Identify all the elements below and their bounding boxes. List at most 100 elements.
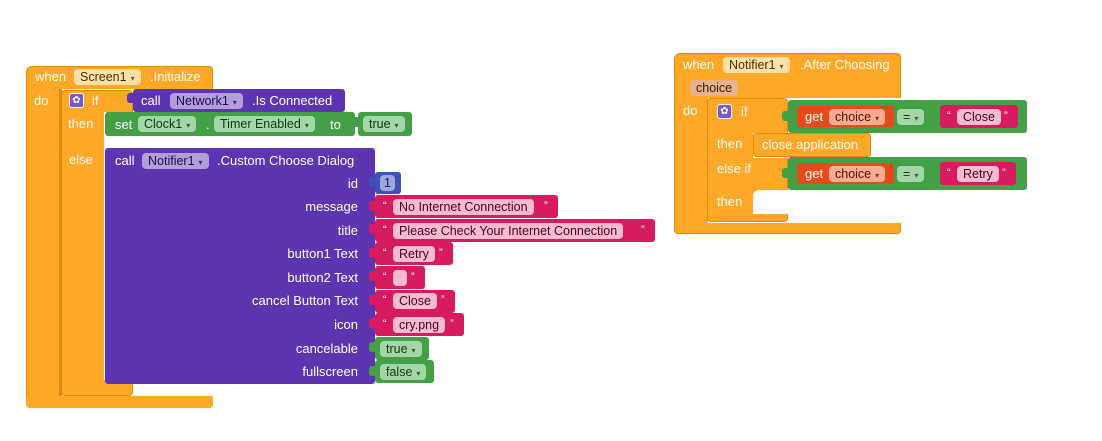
then-label: then — [717, 194, 743, 209]
then-label: then — [68, 116, 94, 131]
chevron-down-icon: ▾ — [779, 62, 784, 71]
custom-choose-dialog-block[interactable] — [105, 148, 375, 384]
close-application-block[interactable] — [753, 133, 871, 157]
when-label: when — [683, 57, 715, 72]
quote-open: “ — [383, 247, 387, 259]
choice-variable-dropdown-2[interactable]: choice▾ — [829, 166, 886, 182]
chevron-down-icon: ▾ — [130, 74, 135, 83]
notifier1-label: Notifier1 — [729, 58, 776, 72]
equals-operator-dropdown-2[interactable]: =▾ — [897, 166, 925, 182]
clock1-component-dropdown[interactable]: Clock1▾ — [138, 116, 197, 132]
quote-close: ” — [411, 271, 415, 283]
quote-close: ” — [1002, 167, 1006, 179]
call-label: call — [115, 153, 135, 168]
get-label: get — [805, 166, 824, 181]
param-label-cancel-button-text: cancel Button Text — [252, 293, 358, 308]
text-value-close[interactable]: Close — [957, 109, 1001, 125]
to-label: to — [330, 117, 341, 132]
if-label: if — [92, 93, 99, 108]
equals-operator-dropdown-1[interactable]: =▾ — [897, 109, 925, 125]
choice-variable-dropdown-1[interactable]: choice▾ — [829, 109, 886, 125]
else-label: else — [69, 152, 93, 167]
quote-open: “ — [947, 167, 951, 179]
notifier1-label: Notifier1 — [148, 154, 195, 168]
quote-close: ” — [441, 294, 445, 306]
boolean-dropdown-fullscreen[interactable]: false▾ — [380, 364, 427, 380]
clock1-label: Clock1 — [144, 117, 183, 131]
quote-close: ” — [1004, 110, 1008, 122]
quote-open: “ — [383, 294, 387, 306]
param-label-icon: icon — [334, 317, 358, 332]
quote-close: ” — [544, 200, 548, 212]
chevron-down-icon: ▾ — [186, 121, 191, 130]
screen1-component-dropdown[interactable]: Screen1▾ — [74, 69, 141, 85]
mutator-gear-icon[interactable]: ✿ — [69, 93, 84, 108]
chevron-down-icon: ▾ — [914, 114, 919, 123]
quote-open: “ — [383, 200, 387, 212]
quote-open: “ — [383, 224, 387, 236]
quote-close: ” — [439, 247, 443, 259]
choice-label: choice — [835, 167, 872, 181]
set-label: set — [115, 117, 133, 132]
chevron-down-icon: ▾ — [198, 158, 203, 167]
number-value[interactable]: 1 — [380, 175, 395, 191]
true-dropdown[interactable]: true▾ — [363, 116, 405, 132]
fullscreen-value: false — [386, 365, 413, 379]
param-label-button1-text: button1 Text — [287, 246, 358, 261]
param-label-cancelable: cancelable — [295, 341, 358, 356]
is-connected-label: .Is Connected — [252, 93, 333, 108]
text-value-button2[interactable] — [393, 270, 407, 286]
chevron-down-icon: ▾ — [232, 98, 237, 107]
get-label: get — [805, 109, 824, 124]
when-label: when — [35, 69, 67, 84]
mutator-gear-icon[interactable]: ✿ — [717, 104, 732, 119]
network1-component-dropdown[interactable]: Network1▾ — [170, 93, 243, 109]
equals-label: = — [903, 110, 911, 124]
equals-label: = — [903, 167, 911, 181]
quote-open: “ — [383, 318, 387, 330]
screen1-label: Screen1 — [80, 70, 127, 84]
param-label-message: message — [305, 199, 358, 214]
param-label-fullscreen: fullscreen — [302, 364, 358, 379]
param-label-button2-text: button2 Text — [287, 270, 358, 285]
do-label: do — [683, 103, 698, 118]
timer-enabled-property-dropdown[interactable]: Timer Enabled▾ — [214, 116, 315, 132]
quote-close: ” — [450, 318, 454, 330]
call-label: call — [141, 93, 161, 108]
then-label: then — [717, 136, 743, 151]
text-value-cancel-button[interactable]: Close — [393, 293, 437, 309]
dot-label: . — [206, 117, 210, 132]
quote-open: “ — [947, 110, 951, 122]
choice-label: choice — [835, 110, 872, 124]
text-value-icon[interactable]: cry.png — [393, 317, 446, 333]
text-value-title[interactable]: Please Check Your Internet Connection — [393, 223, 624, 239]
text-value-retry[interactable]: Retry — [957, 166, 999, 182]
cancelable-value: true — [386, 342, 408, 356]
true-label: true — [369, 117, 391, 131]
chevron-down-icon: ▾ — [875, 114, 880, 123]
notifier1-component-dropdown[interactable]: Notifier1▾ — [142, 153, 209, 169]
chevron-down-icon: ▾ — [304, 121, 309, 130]
custom-choose-dialog-label: .Custom Choose Dialog — [217, 153, 355, 168]
chevron-down-icon: ▾ — [416, 369, 421, 378]
text-value-button1[interactable]: Retry — [393, 246, 435, 262]
chevron-down-icon: ▾ — [411, 346, 416, 355]
text-value-message[interactable]: No Internet Connection — [393, 199, 534, 215]
choice-parameter[interactable]: choice — [690, 80, 739, 96]
after-choosing-event-label: .After Choosing — [800, 57, 890, 72]
chevron-down-icon: ▾ — [394, 121, 399, 130]
network1-label: Network1 — [176, 94, 229, 108]
do-label: do — [34, 93, 49, 108]
if-label: if — [741, 104, 748, 119]
chevron-down-icon: ▾ — [914, 171, 919, 180]
param-label-title: title — [337, 223, 358, 238]
chevron-down-icon: ▾ — [875, 171, 880, 180]
param-label-id: id — [347, 176, 358, 191]
boolean-dropdown-cancelable[interactable]: true▾ — [380, 341, 422, 357]
close-application-label: close application — [762, 137, 859, 152]
notifier1-event-component-dropdown[interactable]: Notifier1▾ — [723, 57, 790, 73]
quote-close: ” — [641, 224, 645, 236]
timer-enabled-label: Timer Enabled — [220, 117, 301, 131]
initialize-event-label: .Initialize — [150, 69, 201, 84]
else-if-label: else if — [717, 161, 751, 176]
